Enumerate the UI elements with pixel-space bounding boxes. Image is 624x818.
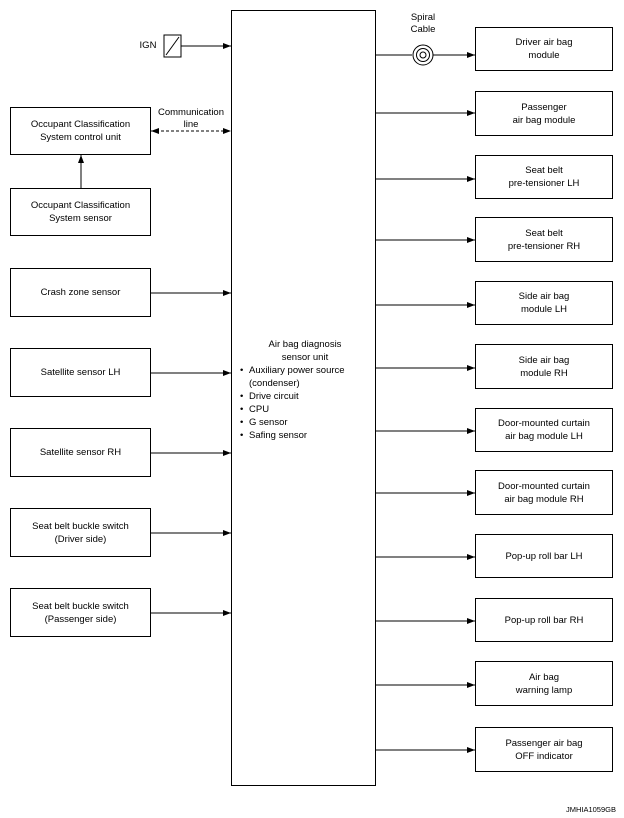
feature-item: Auxiliary power source (condenser) <box>240 364 370 390</box>
warning-lamp-box: Air bag warning lamp <box>475 661 613 706</box>
rollbar-rh-box: Pop-up roll bar RH <box>475 598 613 642</box>
feature-item: CPU <box>240 403 370 416</box>
ocs-sensor-box: Occupant Classification System sensor <box>10 188 151 236</box>
communication-line-label: Communication line <box>158 107 224 130</box>
satellite-sensor-lh-box: Satellite sensor LH <box>10 348 151 397</box>
spiral-cable-icon <box>412 44 434 66</box>
driver-airbag-module-box: Driver air bag module <box>475 27 613 71</box>
airbag-diagnosis-sensor-unit: Air bag diagnosis sensor unit Auxiliary … <box>231 10 376 786</box>
figure-code: JMHIA1059GB <box>565 805 616 814</box>
side-airbag-rh-box: Side air bag module RH <box>475 344 613 389</box>
ign-label: IGN <box>139 40 157 51</box>
passenger-airbag-module-box: Passenger air bag module <box>475 91 613 136</box>
feature-item: G sensor <box>240 416 370 429</box>
ocs-control-unit-box: Occupant Classification System control u… <box>10 107 151 155</box>
pretensioner-rh-box: Seat belt pre-tensioner RH <box>475 217 613 262</box>
center-unit-text: Air bag diagnosis sensor unit Auxiliary … <box>240 338 370 442</box>
center-unit-title: Air bag diagnosis sensor unit <box>268 339 342 363</box>
pretensioner-lh-box: Seat belt pre-tensioner LH <box>475 155 613 199</box>
buckle-switch-passenger-box: Seat belt buckle switch (Passenger side) <box>10 588 151 637</box>
side-airbag-lh-box: Side air bag module LH <box>475 281 613 325</box>
crash-zone-sensor-box: Crash zone sensor <box>10 268 151 317</box>
curtain-airbag-lh-box: Door-mounted curtain air bag module LH <box>475 408 613 452</box>
off-indicator-box: Passenger air bag OFF indicator <box>475 727 613 772</box>
feature-item: Drive circuit <box>240 390 370 403</box>
spiral-cable-label: Spiral Cable <box>410 12 436 35</box>
feature-item: Safing sensor <box>240 429 370 442</box>
buckle-switch-driver-box: Seat belt buckle switch (Driver side) <box>10 508 151 557</box>
satellite-sensor-rh-box: Satellite sensor RH <box>10 428 151 477</box>
curtain-airbag-rh-box: Door-mounted curtain air bag module RH <box>475 470 613 515</box>
center-unit-features: Auxiliary power source (condenser) Drive… <box>240 364 370 442</box>
rollbar-lh-box: Pop-up roll bar LH <box>475 534 613 578</box>
